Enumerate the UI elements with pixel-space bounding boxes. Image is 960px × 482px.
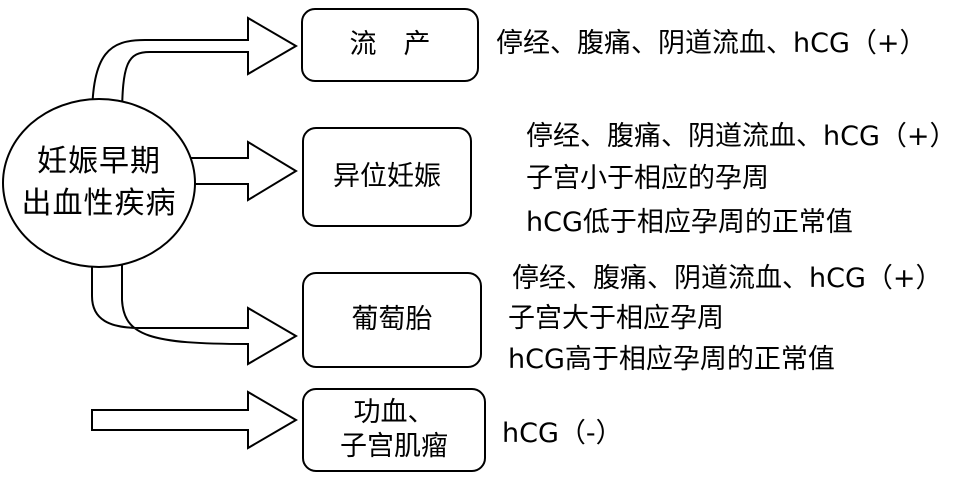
box-dub-label-2: 子宫肌瘤 <box>340 431 448 462</box>
box-ectopic: 异位妊娠 <box>302 127 472 227</box>
detail-dub-1: hCG（-） <box>502 418 623 449</box>
detail-mole-3: hCG高于相应孕周的正常值 <box>508 344 835 375</box>
box-miscarriage-label: 流 产 <box>349 29 431 60</box>
detail-ectopic-1: 停经、腹痛、阴道流血、hCG（+） <box>526 121 957 152</box>
box-mole: 葡萄胎 <box>302 272 482 368</box>
box-dub-myoma: 功血、 子宫肌瘤 <box>302 388 486 472</box>
box-miscarriage: 流 产 <box>301 8 479 82</box>
root-line-2: 出血性疾病 <box>21 186 177 221</box>
arrow-to-dub <box>91 390 298 450</box>
arrow-to-miscarriage <box>91 16 298 121</box>
box-mole-label: 葡萄胎 <box>351 304 433 335</box>
root-line-1: 妊娠早期 <box>37 144 161 179</box>
detail-mole-1: 停经、腹痛、阴道流血、hCG（+） <box>512 263 943 294</box>
detail-miscarriage-1: 停经、腹痛、阴道流血、hCG（+） <box>496 28 927 59</box>
arrow-to-ectopic <box>190 140 298 202</box>
arrow-to-mole <box>91 262 298 366</box>
detail-ectopic-2: 子宫小于相应的孕周 <box>526 163 769 194</box>
box-dub-label-1: 功血、 <box>353 397 435 428</box>
detail-mole-2: 子宫大于相应孕周 <box>508 303 724 334</box>
detail-ectopic-3: hCG低于相应孕周的正常值 <box>526 207 853 238</box>
root-circle: 妊娠早期 出血性疾病 <box>2 98 196 268</box>
box-ectopic-label: 异位妊娠 <box>333 161 441 192</box>
